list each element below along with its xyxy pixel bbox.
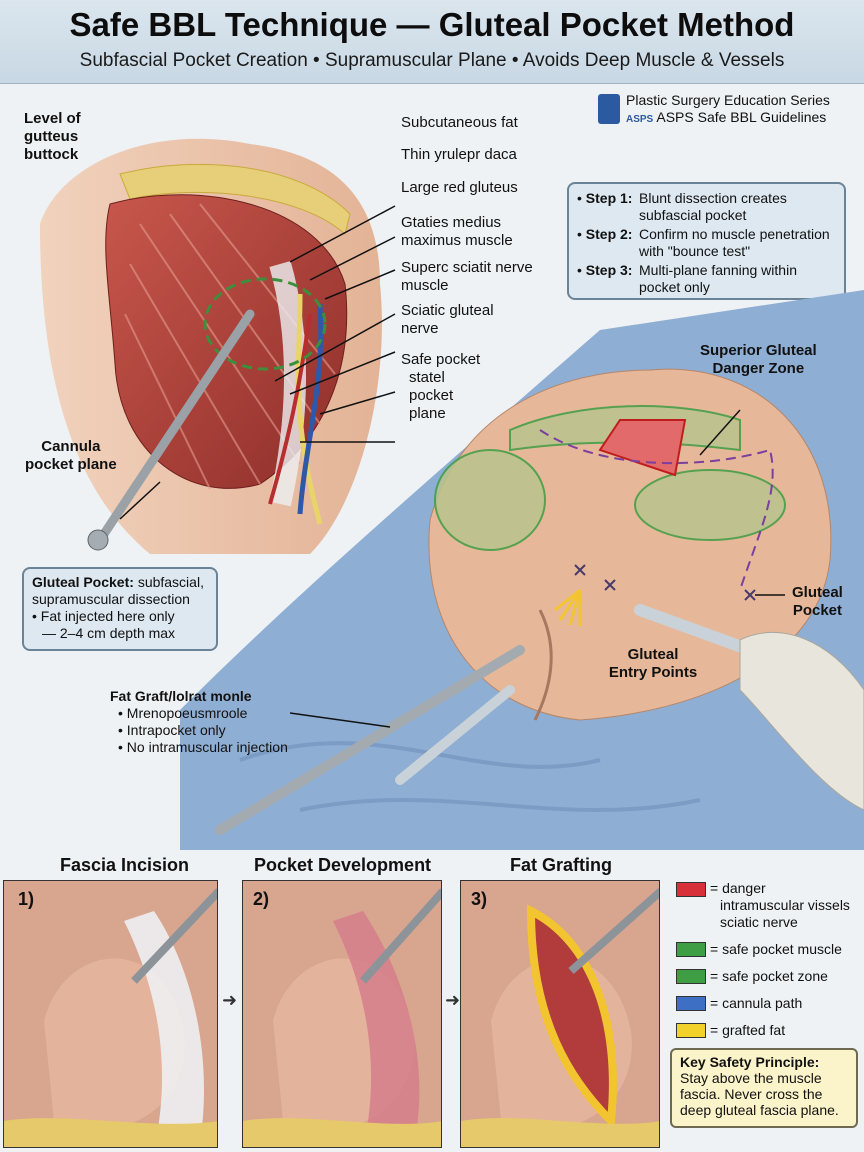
level-label: Level of gutteus buttock <box>24 110 81 163</box>
syringe-left <box>395 685 515 785</box>
vessel-blue <box>297 303 324 515</box>
callout-gluteus-medius: Gtaties medius maximus muscle <box>401 214 513 249</box>
asps-logo-icon <box>598 94 620 124</box>
panel-fat-grafting: 3) <box>460 880 660 1148</box>
danger-zone-label: Superior Gluteal Danger Zone <box>700 342 817 377</box>
legend-item: = cannula path <box>676 995 856 1012</box>
gluteal-cleft <box>533 609 553 721</box>
danger-zone-marker <box>598 419 687 477</box>
gluteal-pocket-box: Gluteal Pocket: subfascial, supramuscula… <box>22 567 218 651</box>
panel-heading-1: Fascia Incision <box>60 855 190 875</box>
legend: = danger intramuscular vissels sciatic n… <box>676 880 856 1039</box>
gluteal-pocket-label: Gluteal Pocket <box>792 584 843 619</box>
panel-number-2: 2) <box>253 889 270 909</box>
surgical-scene <box>180 290 864 850</box>
legend-swatch <box>676 1023 706 1038</box>
safe-zone-right <box>634 469 786 541</box>
fat-graft-notes: Fat Graft/lolrat monle • Mrenopoeusmrool… <box>110 688 288 755</box>
panel-number-3: 3) <box>471 889 488 909</box>
header-banner <box>0 0 864 84</box>
entry-points-label: Gluteal Entry Points <box>608 646 698 681</box>
legend-item: = safe pocket muscle <box>676 941 856 958</box>
syringe-right <box>634 604 756 656</box>
arrow-right-icon: ➜ <box>222 990 238 1010</box>
callout-safe-pocket: Safe pocket statel pocket plane <box>401 351 481 422</box>
legend-swatch <box>676 942 706 957</box>
callout-sciatic: Sciatic gluteal nerve <box>401 302 494 337</box>
dashed-pocket-line <box>539 429 774 591</box>
legend-item: = safe pocket zone <box>676 968 856 985</box>
page-subtitle: Subfascial Pocket Creation • Supramuscul… <box>79 50 785 71</box>
safe-zone-left <box>434 449 546 551</box>
callout-cannula: Cannula pocket plane <box>25 438 117 473</box>
fat-layer <box>119 163 351 235</box>
vessel-red <box>268 313 312 505</box>
panel-heading-2: Pocket Development <box>254 855 432 875</box>
entry-point-marks <box>574 564 756 601</box>
panel-pocket-development: 2) <box>242 880 442 1148</box>
legend-swatch <box>676 882 706 897</box>
anatomy-illustration <box>40 138 396 554</box>
callout-subcutaneous: Subcutaneous fat <box>401 114 518 131</box>
callout-thin: Thin yrulepr daca <box>401 146 517 163</box>
legend-item: = grafted fat <box>676 1022 856 1039</box>
callout-large: Large red gluteus <box>401 179 518 196</box>
key-safety-box: Key Safety Principle: Stay above the mus… <box>670 1048 858 1128</box>
legend-swatch <box>676 969 706 984</box>
legend-item: = danger intramuscular vissels sciatic n… <box>676 880 856 931</box>
page-title: Safe BBL Technique — Gluteal Pocket Meth… <box>69 6 795 43</box>
logo-text: ASPS <box>626 114 654 125</box>
cannula-shaft <box>95 309 255 545</box>
callout-superc: Superc sciatit nerve muscle <box>401 259 533 294</box>
panel-fascia-incision: 1) <box>3 880 218 1148</box>
fat-graft-fan <box>554 588 582 626</box>
fat-graft-pointer <box>290 712 391 728</box>
panel-heading-3: Fat Grafting <box>510 855 612 875</box>
safe-pocket-outline <box>203 277 327 371</box>
fascia-band <box>269 260 306 507</box>
legend-swatch <box>676 996 706 1011</box>
cannula-handle <box>87 529 109 551</box>
arrow-right-icon: ➜ <box>445 990 461 1010</box>
branding: Plastic Surgery Education Series ASPS AS… <box>626 92 830 125</box>
cannula-main <box>215 645 525 835</box>
panel-number-1: 1) <box>18 889 35 909</box>
